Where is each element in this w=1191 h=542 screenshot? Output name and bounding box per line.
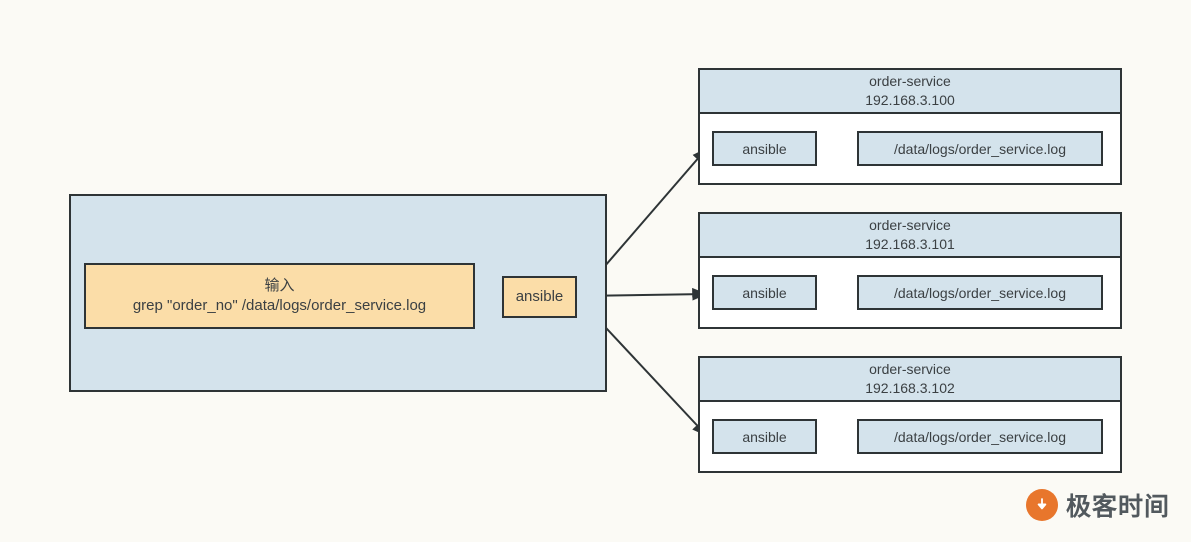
server-card-3[interactable]: order-service 192.168.3.102 ansible /dat… (698, 356, 1122, 473)
server-log-path: /data/logs/order_service.log (894, 428, 1066, 445)
watermark-text: 极客时间 (1066, 492, 1171, 521)
server-agent-label: ansible (742, 428, 787, 445)
geekbang-logo-icon (1026, 489, 1058, 521)
input-box-command: grep "order_no" /data/logs/order_service… (132, 297, 427, 314)
server-log-chip[interactable]: /data/logs/order_service.log (857, 419, 1103, 454)
server-ip: 192.168.3.101 (865, 236, 955, 252)
watermark: 极客时间 (1026, 487, 1170, 523)
server-agent-label: ansible (742, 140, 787, 157)
server-log-chip[interactable]: /data/logs/order_service.log (857, 275, 1103, 310)
server-log-path: /data/logs/order_service.log (894, 140, 1066, 157)
server-ip: 192.168.3.100 (865, 92, 955, 108)
ansible-hub-box[interactable]: ansible (502, 276, 577, 318)
input-box-title: 输入 (264, 276, 295, 294)
server-card-body: ansible /data/logs/order_service.log (700, 258, 1120, 327)
server-log-path: /data/logs/order_service.log (894, 284, 1066, 301)
server-card-header: order-service 192.168.3.102 (700, 358, 1120, 402)
server-card-header: order-service 192.168.3.100 (700, 70, 1120, 114)
server-agent-label: ansible (742, 284, 787, 301)
server-card-body: ansible /data/logs/order_service.log (700, 402, 1120, 471)
server-name: order-service (869, 361, 951, 378)
input-command-box[interactable]: 输入 grep "order_no" /data/logs/order_serv… (84, 263, 475, 329)
server-name: order-service (869, 217, 951, 234)
server-ip: 192.168.3.102 (865, 380, 955, 396)
server-agent-chip[interactable]: ansible (712, 419, 817, 454)
server-log-chip[interactable]: /data/logs/order_service.log (857, 131, 1103, 166)
server-card-2[interactable]: order-service 192.168.3.101 ansible /dat… (698, 212, 1122, 329)
server-agent-chip[interactable]: ansible (712, 275, 817, 310)
ansible-hub-label: ansible (515, 287, 564, 305)
server-card-body: ansible /data/logs/order_service.log (700, 114, 1120, 183)
server-agent-chip[interactable]: ansible (712, 131, 817, 166)
server-name: order-service (869, 73, 951, 90)
server-card-header: order-service 192.168.3.101 (700, 214, 1120, 258)
server-card-1[interactable]: order-service 192.168.3.100 ansible /dat… (698, 68, 1122, 185)
